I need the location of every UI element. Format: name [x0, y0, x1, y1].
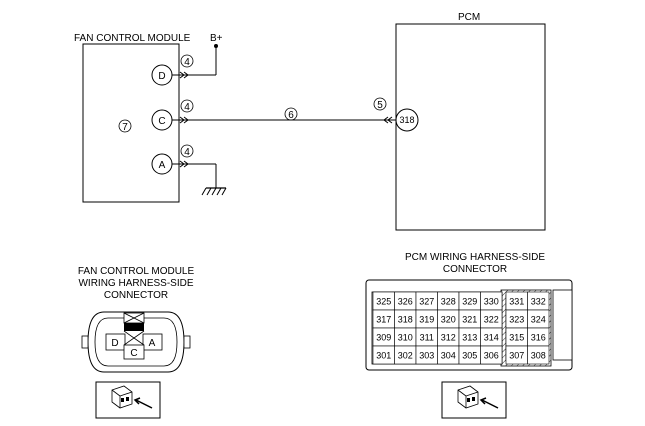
fan-connector-title-1: FAN CONTROL MODULE	[78, 266, 195, 277]
pcm-pin-label: 329	[462, 297, 477, 307]
ground-symbol	[201, 187, 227, 196]
fan-module-title: FAN CONTROL MODULE	[74, 33, 191, 44]
fan-pin-a: A	[151, 153, 173, 175]
power-label: B+	[210, 33, 223, 44]
svg-text:5: 5	[377, 100, 383, 111]
wire-a-ground	[172, 160, 217, 188]
fan-connector-pin-d: D	[111, 338, 118, 349]
pcm-connector-title-1: PCM WIRING HARNESS-SIDE	[405, 252, 545, 263]
pcm-box	[395, 23, 546, 231]
svg-text:C: C	[158, 116, 165, 127]
pcm-pin-label: 322	[484, 315, 499, 325]
pcm-pin-label: 320	[441, 315, 456, 325]
pcm-pin-label: 330	[484, 297, 499, 307]
wire-c-pcm	[172, 116, 396, 124]
svg-text:4: 4	[184, 147, 190, 158]
pcm-pin-label: 301	[376, 351, 391, 361]
c-connector-ref: 4	[180, 99, 194, 113]
pcm-pin-label: 303	[419, 351, 434, 361]
pcm-pin-grid: 325 326 327 328 329 330 317 318 319 320 321 322 309 3…	[372, 291, 550, 365]
fan-connector-face	[81, 311, 191, 373]
pcm-pin-label: 321	[462, 315, 477, 325]
pcm-title: PCM	[458, 12, 480, 23]
pcm-pin-label: 323	[509, 315, 524, 325]
fan-connector-title-3: CONNECTOR	[104, 290, 168, 301]
pcm-pin-label: 305	[462, 351, 477, 361]
svg-text:4: 4	[184, 102, 190, 113]
pcm-pin-label: 314	[484, 333, 499, 343]
pcm-pin-label: 313	[462, 333, 477, 343]
pcm-pin-cell	[527, 345, 550, 365]
pcm-pin-label: 316	[531, 333, 546, 343]
svg-text:6: 6	[288, 110, 294, 121]
svg-text:318: 318	[399, 115, 414, 125]
pcm-pin-label: 331	[509, 297, 524, 307]
svg-text:D: D	[158, 71, 165, 82]
fan-connector-title-2: WIRING HARNESS-SIDE	[78, 278, 193, 289]
pcm-pin-label: 311	[420, 333, 434, 343]
pcm-pin-label: 304	[441, 351, 456, 361]
pcm-pin-label: 324	[531, 315, 546, 325]
connector-view-icon	[95, 381, 161, 419]
pcm-pin-label: 309	[376, 333, 391, 343]
pcm-pin-label: 306	[484, 351, 499, 361]
pcm-pin-label: 312	[441, 333, 456, 343]
pcm-pin-cell	[480, 345, 503, 365]
pcm-connector-title-2: CONNECTOR	[443, 264, 507, 275]
pcm-pin-label: 315	[509, 333, 524, 343]
pcm-pin-label: 307	[509, 351, 524, 361]
pcm-view-icon	[441, 381, 507, 419]
pcm-pin-label: 317	[376, 315, 391, 325]
pcm-pin-label: 326	[398, 297, 413, 307]
fan-connector-pin-c: C	[130, 348, 137, 359]
fan-pin-d: D	[151, 64, 173, 86]
fan-module-ref: 7	[118, 119, 132, 133]
pcm-pin-label: 319	[419, 315, 434, 325]
pcm-pin-label: 325	[376, 297, 391, 307]
pcm-connector-ref: 5	[373, 97, 387, 111]
pcm-pin-label: 302	[398, 351, 413, 361]
pcm-pin-label: 318	[398, 315, 413, 325]
pcm-pin-label: 332	[531, 297, 546, 307]
d-connector-ref: 4	[180, 54, 194, 68]
pcm-pin-label: 328	[441, 297, 456, 307]
wire-ref: 6	[284, 107, 298, 121]
fan-connector-pin-a: A	[149, 338, 156, 349]
fan-module-box	[82, 43, 180, 203]
svg-text:7: 7	[122, 122, 128, 133]
a-connector-ref: 4	[180, 144, 194, 158]
pcm-pin-label: 308	[531, 351, 546, 361]
pcm-pin-label: 327	[419, 297, 434, 307]
wire-d-bplus	[172, 44, 218, 79]
pcm-pin-label: 310	[398, 333, 413, 343]
pcm-pin-318: 318	[395, 108, 419, 132]
svg-text:4: 4	[184, 57, 190, 68]
fan-pin-c: C	[151, 109, 173, 131]
svg-text:A: A	[159, 160, 166, 171]
